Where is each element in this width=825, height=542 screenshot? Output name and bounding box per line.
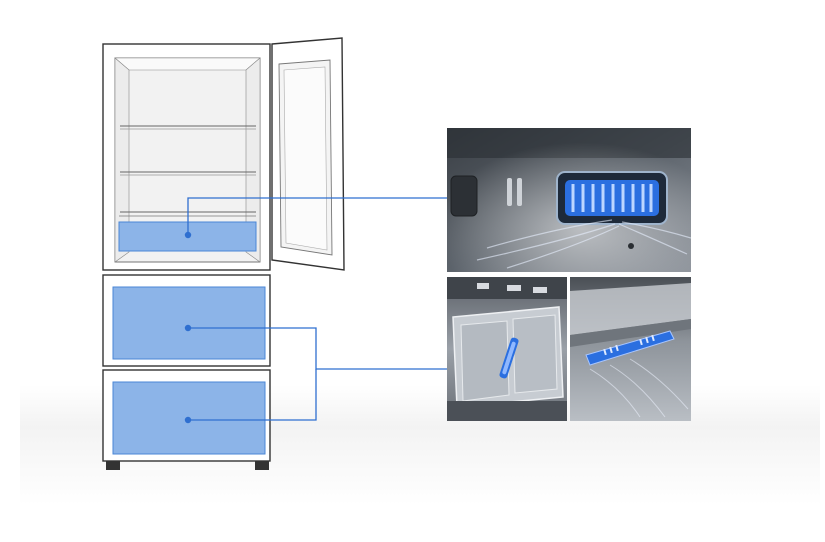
middle-drawer <box>102 274 271 367</box>
foot-left <box>106 461 120 470</box>
shelf-stick-photo <box>570 277 691 421</box>
callout-dot-middle <box>184 324 192 332</box>
callout-dot-bottom <box>184 416 192 424</box>
blue-tray-icon <box>499 337 519 379</box>
air-vent-photo <box>447 128 691 272</box>
fridge-door <box>271 37 345 271</box>
vent-icon <box>556 171 668 225</box>
bottom-drawer <box>102 369 271 462</box>
blue-stick-icon <box>585 330 675 366</box>
callout-lines <box>187 197 447 421</box>
callout-dot-upper <box>184 231 192 239</box>
drawer-tray-photo <box>447 277 567 421</box>
foot-right <box>255 461 269 470</box>
